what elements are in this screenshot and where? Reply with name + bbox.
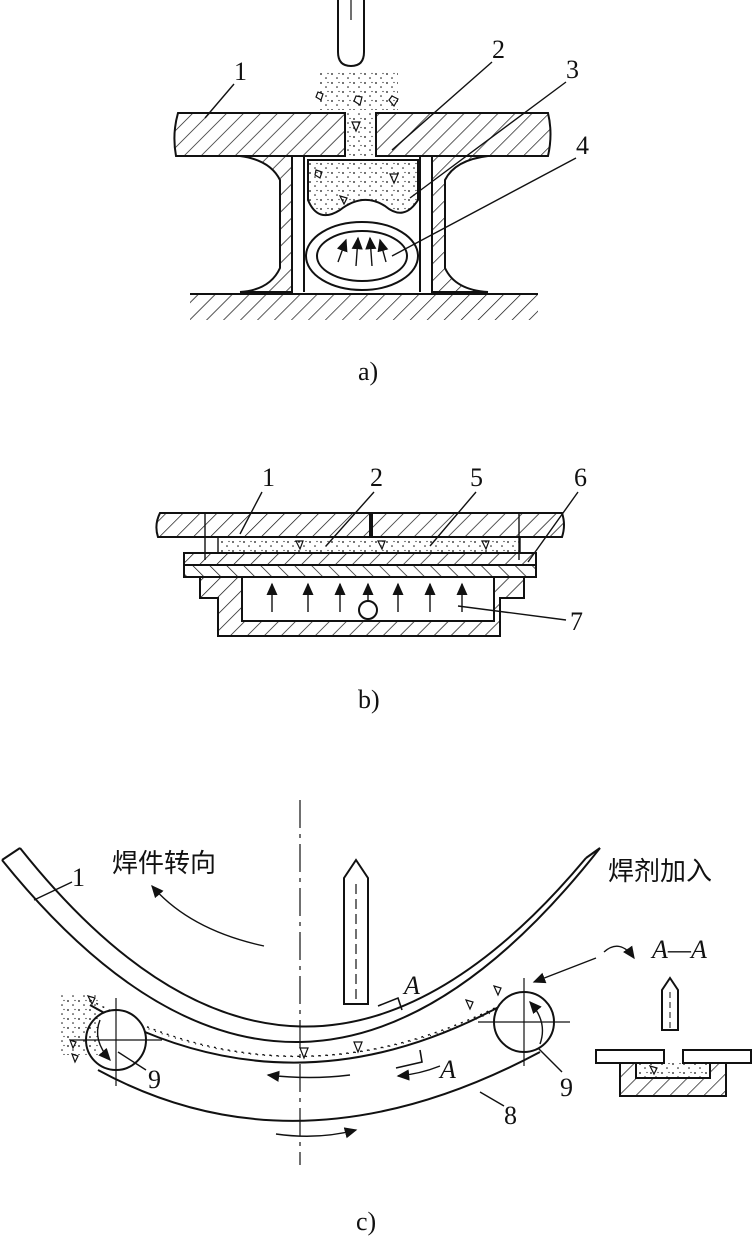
rotation-arrows-c <box>151 884 597 1139</box>
section-view-c <box>595 945 752 1097</box>
labels-c: 1 8 9 9 焊件转向 焊剂加入 A A A—A c) <box>72 849 712 1236</box>
label-a-1: 1 <box>234 57 247 86</box>
support-fixture-a <box>239 155 489 293</box>
diaphragm-b <box>183 552 537 578</box>
labels-b: 1 2 5 6 7 b) <box>262 463 587 714</box>
caption-a: a) <box>358 357 378 386</box>
flux-cushion-a <box>307 159 419 217</box>
leaders-a <box>204 61 577 257</box>
electrode-c <box>343 858 369 1005</box>
electrode-a <box>337 0 365 68</box>
flux-spill-c <box>60 995 100 1064</box>
air-hose-a <box>305 221 419 291</box>
workpiece-plate-b <box>155 512 565 560</box>
flux-layer-c <box>89 985 521 1060</box>
gap-flux-a <box>345 113 376 156</box>
flux-layer-b <box>217 536 521 554</box>
labels-a: 1 2 3 4 a) <box>234 35 589 386</box>
air-chamber-b <box>199 576 525 637</box>
label-a-4: 4 <box>576 131 589 160</box>
section-mark-lower: A <box>438 1055 456 1084</box>
text-flux-feed: 焊剂加入 <box>608 857 712 887</box>
leaders-c <box>33 881 563 1107</box>
label-c-9-right: 9 <box>560 1073 573 1102</box>
label-c-8: 8 <box>504 1101 517 1130</box>
label-b-5: 5 <box>470 463 483 492</box>
label-c-9-left: 9 <box>148 1065 161 1094</box>
workpiece-plate-a <box>173 112 552 157</box>
section-mark-upper: A <box>402 971 420 1000</box>
label-a-3: 3 <box>566 55 579 84</box>
figure-c <box>1 800 752 1165</box>
section-view-title: A—A <box>650 935 707 964</box>
flux-belt-c <box>89 994 541 1122</box>
label-c-1: 1 <box>72 863 85 892</box>
figure-b <box>155 491 579 637</box>
label-a-2: 2 <box>492 35 505 64</box>
label-b-2: 2 <box>370 463 383 492</box>
label-b-1: 1 <box>262 463 275 492</box>
caption-c: c) <box>356 1207 376 1236</box>
text-workpiece-rotation: 焊件转向 <box>112 849 216 879</box>
flux-spray-a <box>315 70 399 133</box>
caption-b: b) <box>358 685 380 714</box>
roller-right-c <box>478 978 570 1066</box>
section-marks-c <box>377 996 423 1069</box>
figure-a <box>173 0 577 320</box>
label-b-7: 7 <box>570 607 583 636</box>
workpiece-ring-c <box>1 847 601 1043</box>
leaders-b <box>239 491 579 621</box>
ground-base-a <box>190 293 538 320</box>
label-b-6: 6 <box>574 463 587 492</box>
